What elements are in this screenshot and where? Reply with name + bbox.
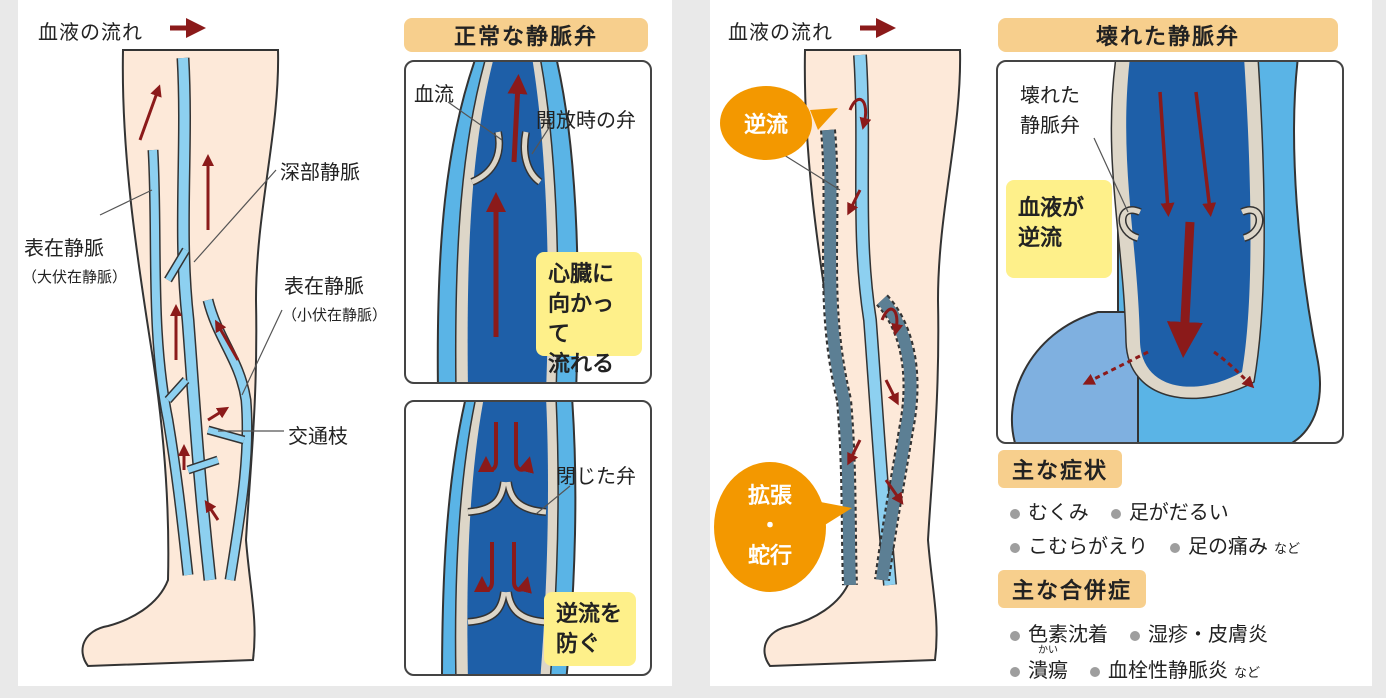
leg-flow-arrows: [138, 84, 240, 521]
bullet-icon: [1170, 543, 1180, 553]
ulcer-ruby: かい: [1038, 645, 1058, 656]
broken-valve-title: 壊れた静脈弁: [998, 18, 1338, 52]
great-saphenous-label: （大伏在静脈）: [22, 268, 128, 286]
symptom-item: 足の痛み: [1188, 534, 1268, 558]
backflow-arrows: [847, 97, 904, 505]
bullet-icon: [1010, 631, 1020, 641]
symptom-item: むくみ: [1028, 500, 1089, 524]
complications-title: 主な合併症: [998, 570, 1147, 608]
normal-leg-illustration: [81, 18, 284, 668]
symptom-item: こむらがえり: [1028, 534, 1148, 558]
symptoms-row-1: むくみ 足がだるい: [1010, 496, 1229, 525]
blood-flow-label: 血流: [414, 82, 454, 106]
backflow-bubble: 逆流: [720, 86, 812, 160]
broken-valve-label: 壊れた 静脈弁: [1020, 83, 1080, 137]
blocked-flow-arrow-icon: [512, 542, 532, 594]
blocked-flow-arrow-icon: [514, 422, 534, 474]
closed-valve-illustration: [441, 402, 577, 674]
normal-valve-title: 正常な静脈弁: [404, 18, 648, 52]
complications-suffix: など: [1234, 666, 1261, 681]
symptom-item: 足がだるい: [1128, 500, 1229, 524]
symptoms-suffix: など: [1274, 542, 1301, 557]
normal-vein-panel: 血液の流れ 正常な静脈弁 深部静脈 表在静脈 （大伏在静脈） 表在静脈 （小伏在…: [18, 0, 672, 686]
small-saphenous-label: （小伏在静脈）: [282, 306, 388, 324]
deep-vein-label: 深部静脈: [280, 160, 360, 184]
large-backflow-arrow-icon: [1166, 221, 1203, 358]
bullet-icon: [1090, 667, 1100, 677]
dilation-bubble: 拡張 ・ 蛇行: [714, 462, 826, 592]
complications-row-1: 色素沈着 湿疹・皮膚炎: [1010, 618, 1268, 647]
bullet-icon: [1010, 667, 1020, 677]
complication-item: かい 潰瘍: [1028, 645, 1068, 683]
symptoms-title: 主な症状: [998, 450, 1123, 488]
prevent-backflow-note: 逆流を 防ぐ: [544, 592, 636, 666]
open-valve-box: 血流 開放時の弁 心臓に 向かって 流れる: [404, 60, 652, 384]
complication-item: 血栓性静脈炎: [1108, 658, 1228, 682]
leg-shape: [81, 49, 280, 668]
complication-item: 色素沈着: [1028, 622, 1108, 646]
to-heart-note: 心臓に 向かって 流れる: [536, 252, 642, 377]
broken-valve-box: 壊れた 静脈弁 血液が 逆流: [996, 60, 1344, 444]
leader-lines: [99, 169, 284, 432]
flow-label: 血液の流れ: [38, 20, 143, 44]
leader-line: [775, 149, 841, 191]
symptoms-row-2: こむらがえり 足の痛み など: [1010, 530, 1300, 559]
leak-arrow-icon: [1213, 350, 1255, 389]
bullet-icon: [1010, 543, 1020, 553]
varicose-vein-panel: 血液の流れ 壊れた静脈弁 逆流 拡張 ・ 蛇行 壊れた 静脈弁 血液が 逆: [710, 0, 1372, 686]
downward-flow-arrow-icon: [1158, 91, 1175, 217]
downward-flow-arrow-icon: [1194, 91, 1217, 217]
bullet-icon: [1010, 509, 1020, 519]
blocked-flow-arrow-icon: [478, 422, 498, 473]
varicose-leg-illustration: [763, 18, 962, 668]
bullet-icon: [1130, 631, 1140, 641]
upward-flow-arrow-icon: [507, 74, 528, 163]
superficial-vein-small-label: 表在静脈: [284, 274, 364, 298]
flow-label: 血液の流れ: [728, 20, 833, 44]
dilated-vein-network: [820, 54, 919, 586]
blocked-flow-arrow-icon: [474, 542, 494, 593]
backflow-bubble-pointer: [810, 108, 838, 130]
broken-valve-illustration: [1010, 62, 1321, 442]
bullet-icon: [1110, 509, 1121, 519]
open-valve-label: 開放時の弁: [536, 108, 636, 132]
closed-valve-box: 閉じた弁 逆流を 防ぐ: [404, 400, 652, 676]
closed-valve-label: 閉じた弁: [556, 464, 636, 488]
superficial-vein-great-label: 表在静脈: [24, 236, 104, 260]
perforator-label: 交通枝: [288, 424, 348, 448]
vein-network: [147, 57, 253, 581]
complication-item: 湿疹・皮膚炎: [1148, 622, 1268, 646]
blood-backflow-note: 血液が 逆流: [1006, 180, 1112, 278]
complications-row-2: かい 潰瘍 血栓性静脈炎 など: [1010, 645, 1261, 683]
